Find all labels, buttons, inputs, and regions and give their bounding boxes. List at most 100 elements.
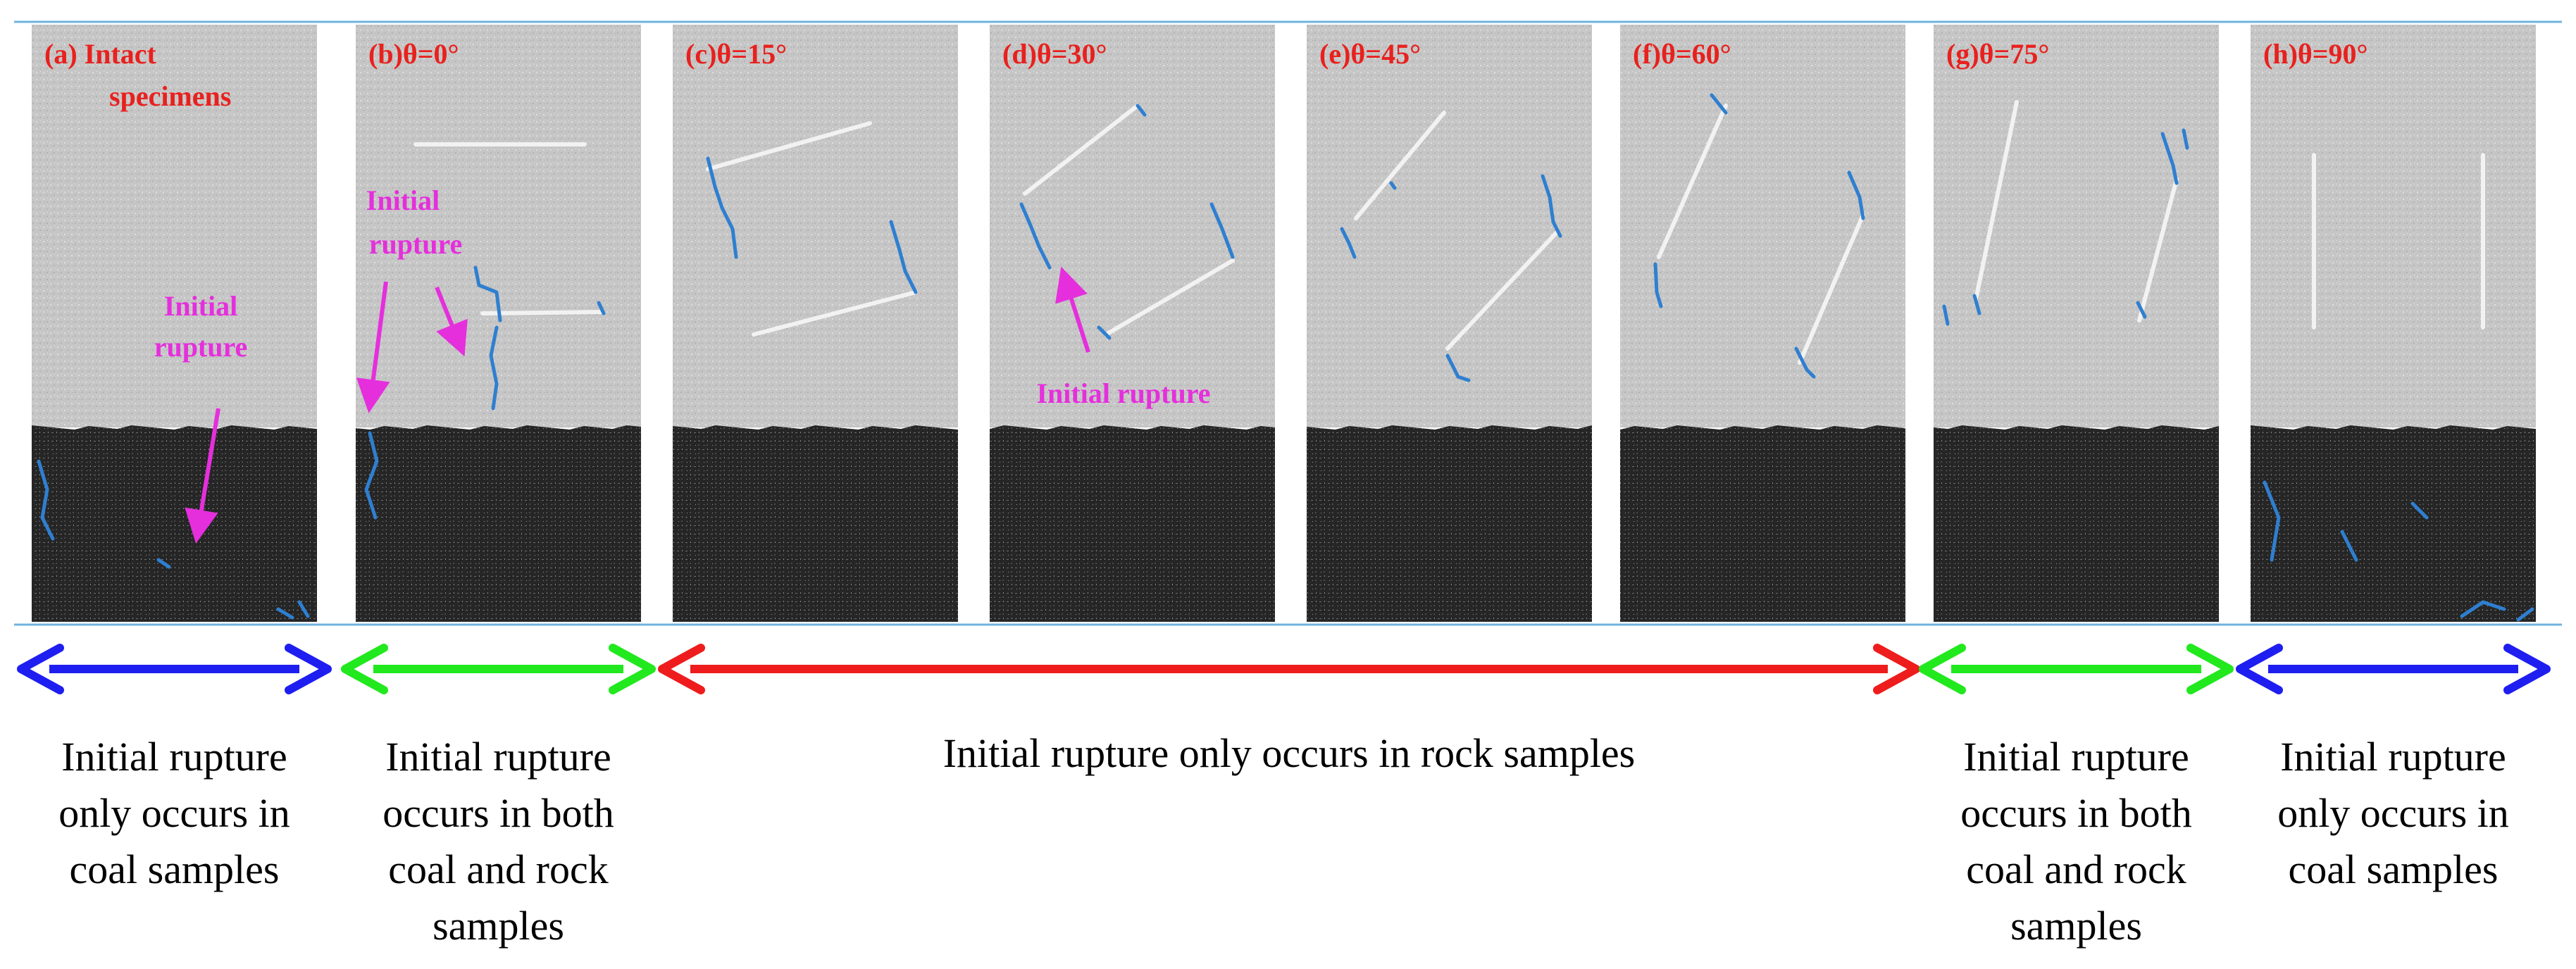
crack-a-1 [37, 459, 55, 541]
joint-f-2 [1798, 213, 1865, 365]
crack-f-3 [1847, 170, 1865, 220]
joint-d-1 [1023, 104, 1140, 196]
rock-sample-f [1620, 25, 1905, 427]
crack-b-3 [364, 431, 379, 520]
group-arrow-head-right-1 [285, 644, 332, 694]
crack-f-2 [1710, 93, 1728, 115]
crack-g-3 [2136, 301, 2147, 319]
rock-sample-b [356, 25, 641, 427]
panel-label-e: (e)θ=45° [1319, 38, 1421, 70]
group-description-1: Initial rupture only occurs in coal samp… [58, 734, 290, 892]
group-arrow-head-left-3 [658, 644, 705, 694]
crack-d-4 [1097, 325, 1112, 340]
crack-g-4 [1942, 304, 1950, 326]
group-arrow-head-left-1 [17, 644, 64, 694]
crack-e-1 [1340, 227, 1357, 259]
annotation-d: Initial rupture [1036, 266, 1211, 409]
group-arrow-head-left-5 [2236, 644, 2283, 694]
panel-label-b: (b)θ=0° [368, 38, 459, 70]
crack-e-2 [1541, 174, 1562, 238]
panel-label-c: (c)θ=15° [685, 38, 787, 70]
joint-d-2 [1104, 258, 1235, 337]
crack-c-1 [706, 156, 738, 259]
annotation-b-line2: rupture [369, 228, 463, 260]
annotation-a-line1: Initial [164, 290, 237, 322]
joint-e-1 [1354, 111, 1446, 220]
crack-b-4 [597, 301, 606, 315]
crack-e-3 [1445, 354, 1471, 382]
panel-label-h: (h)θ=90° [2263, 38, 2368, 70]
annotation-b: Initial rupture [356, 185, 468, 413]
joint-b-2 [480, 310, 604, 315]
panel-f: (f)θ=60° [1620, 25, 1905, 622]
coal-sample-a [32, 425, 317, 622]
crack-d-3 [1209, 202, 1235, 259]
crack-g-5 [1972, 294, 1981, 315]
coal-sample-h [2251, 425, 2536, 622]
crack-g-2 [2182, 128, 2189, 150]
crack-h-5 [2516, 607, 2534, 622]
crack-h-3 [2460, 600, 2506, 618]
rock-sample-d [990, 25, 1275, 427]
coal-sample-g [1934, 425, 2219, 622]
rock-sample-g [1934, 25, 2219, 427]
coal-sample-b [356, 425, 641, 622]
crack-h-2 [2340, 530, 2358, 562]
crack-a-3 [276, 607, 294, 620]
rupture-annotations: Initial rupture Initial rupture Initial … [154, 185, 1211, 544]
group-arrow-5 [2236, 644, 2551, 694]
group-description-2: Initial rupture occurs in both coal and … [382, 734, 614, 949]
annotation-a-line2: rupture [154, 331, 248, 363]
group-arrow-head-right-4 [2186, 644, 2234, 694]
panel-label-g: (g)θ=75° [1946, 38, 2049, 70]
rock-sample-a [32, 25, 317, 427]
group-description-4: Initial rupture occurs in both coal and … [1960, 734, 2192, 949]
annotation-b-line1: Initial [366, 185, 440, 216]
group-arrow-head-left-4 [1919, 644, 1966, 694]
rock-sample-h [2251, 25, 2536, 427]
panel-g: (g)θ=75° [1934, 25, 2219, 622]
crack-e-4 [1389, 181, 1397, 190]
crack-c-2 [889, 220, 918, 294]
panel-d: (d)θ=30° [990, 25, 1275, 622]
joint-e-2 [1445, 230, 1559, 351]
group-description-5: Initial rupture only occurs in coal samp… [2277, 734, 2509, 892]
crack-b-1 [473, 265, 502, 323]
crack-a-4 [156, 558, 171, 569]
group-arrow-1 [17, 644, 332, 694]
joint-g-1 [1974, 100, 2019, 301]
crack-h-4 [2410, 501, 2429, 520]
crack-a-2 [297, 600, 310, 618]
annotation-a-arrow [185, 408, 220, 544]
joint-c-2 [752, 290, 918, 337]
panel-c: (c)θ=15° [673, 25, 958, 622]
group-arrow-3 [658, 644, 1920, 694]
group-arrows [17, 644, 2551, 694]
panel-label-f: (f)θ=60° [1633, 38, 1731, 70]
annotation-d-arrow [1055, 266, 1090, 353]
coal-sample-d [990, 425, 1275, 622]
annotation-b-arrow-left [356, 281, 390, 413]
panel-label-d: (d)θ=30° [1002, 38, 1107, 70]
crack-d-1 [1019, 202, 1052, 270]
crack-f-4 [1794, 346, 1816, 379]
group-arrow-4 [1919, 644, 2234, 694]
annotation-a: Initial rupture [154, 290, 248, 544]
panel-h: (h)θ=90° [2251, 25, 2536, 622]
crack-b-2 [489, 325, 499, 411]
crack-g-1 [2160, 132, 2179, 185]
crack-d-2 [1135, 104, 1147, 117]
rock-sample-e [1307, 25, 1592, 427]
group-arrow-2 [341, 644, 656, 694]
panel-e: (e)θ=45° [1307, 25, 1592, 622]
group-arrow-head-right-2 [609, 644, 656, 694]
group-arrow-head-left-2 [341, 644, 388, 694]
coal-sample-e [1307, 425, 1592, 622]
annotation-b-arrow-right [435, 286, 468, 357]
group-arrow-head-right-5 [2503, 644, 2551, 694]
annotation-d-line1: Initial rupture [1036, 377, 1210, 409]
joint-g-2 [2137, 177, 2179, 323]
